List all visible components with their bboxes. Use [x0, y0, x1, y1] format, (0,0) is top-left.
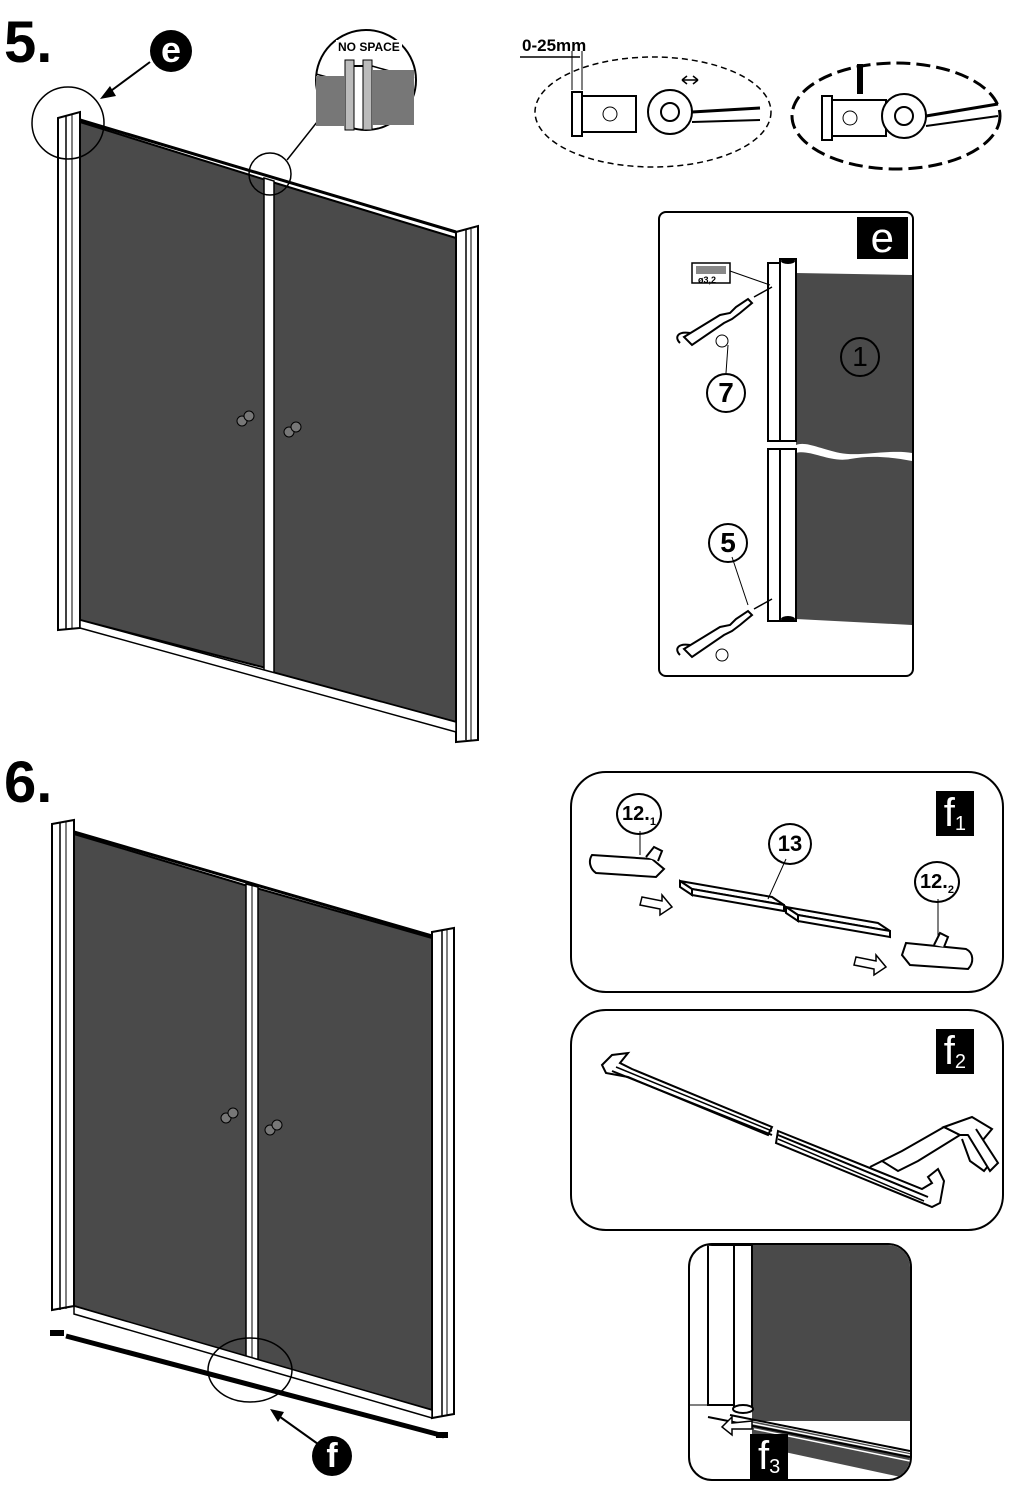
panel-f2-badge: f2 — [935, 1029, 974, 1074]
detail-panel-f1: f1 12.1 13 12.2 — [570, 771, 1004, 993]
handle-right-icon — [264, 1119, 283, 1136]
drill-bottom-icon — [676, 598, 773, 662]
detail-panel-f3: f3 — [688, 1243, 912, 1481]
end-cap-left-icon — [588, 845, 666, 879]
handle-left-icon — [236, 410, 255, 427]
step-6-door-illustration — [50, 818, 455, 1445]
detail-panel-f2: f2 — [570, 1009, 1004, 1231]
detail-marker-e: e — [150, 30, 192, 72]
gap-label: 0-25mm — [522, 36, 587, 55]
part-7-callout: 7 — [706, 373, 746, 413]
end-cap-right-icon — [900, 931, 974, 971]
no-space-label: NO SPACE — [336, 40, 402, 54]
part-5-callout: 5 — [708, 523, 748, 563]
part-12-1-callout: 12.1 — [616, 793, 662, 835]
part-1-callout: 1 — [840, 337, 880, 377]
hinge-gap-detail — [520, 51, 1002, 171]
panel-f3-illustration — [690, 1245, 910, 1479]
step-6-number: 6. — [4, 750, 53, 815]
panel-e-badge: e — [856, 217, 908, 259]
part-13-callout: 13 — [768, 823, 812, 865]
handle-right-icon — [283, 421, 302, 438]
part-12-2-callout: 12.2 — [914, 861, 960, 903]
step-5-number: 5. — [4, 10, 53, 75]
silicone-gun-icon — [869, 1115, 1000, 1173]
panel-f2-illustration — [600, 1051, 1000, 1209]
detail-panel-e: e ø3,2 1 7 5 — [658, 211, 914, 677]
detail-marker-f: f — [312, 1436, 352, 1476]
handle-left-icon — [220, 1107, 239, 1124]
panel-f1-badge: f1 — [935, 791, 974, 836]
panel-f3-badge: f3 — [750, 1434, 789, 1479]
drill-size-label: ø3,2 — [698, 275, 717, 285]
step-5-door-illustration — [31, 29, 479, 744]
panel-f1-illustration — [588, 831, 974, 977]
drill-top-icon — [676, 286, 773, 348]
